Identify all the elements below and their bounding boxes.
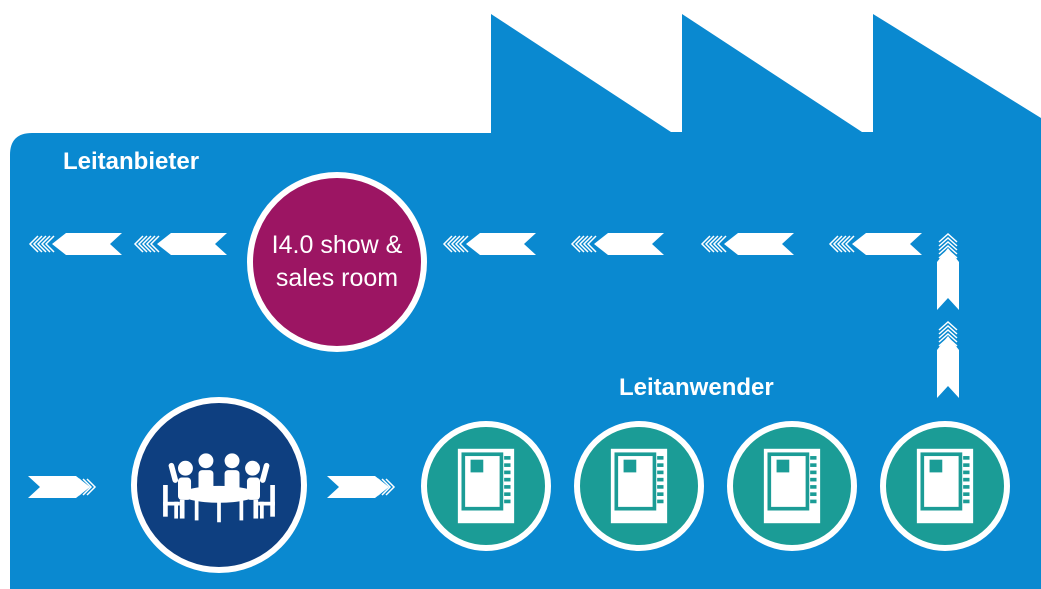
arrow-tail-line <box>78 478 89 496</box>
arrow-tail-line <box>938 236 958 247</box>
machine-cabinet-icon <box>610 448 668 524</box>
arrow-tail-line <box>938 324 958 335</box>
arrow-tail-line <box>377 478 388 496</box>
arrow-tail-line <box>44 235 55 253</box>
arrow-tail-line <box>458 235 469 253</box>
up-chevron-arrow <box>937 336 959 398</box>
arrow-tail-line <box>938 244 958 255</box>
arrow-tail-line <box>369 478 380 496</box>
left-chevron-arrow <box>466 233 536 255</box>
arrow-tail-line <box>28 235 39 253</box>
arrow-tail-line <box>840 235 851 253</box>
arrow-tail-line <box>454 235 465 253</box>
left-chevron-arrow <box>724 233 794 255</box>
arrow-tail-line <box>836 235 847 253</box>
meeting-circle <box>131 397 307 573</box>
arrow-tail-line <box>446 235 457 253</box>
arrow-tail-line <box>844 235 855 253</box>
arrow-tail-line <box>70 478 81 496</box>
arrow-tail-line <box>586 235 597 253</box>
meeting-table-icon <box>163 453 275 523</box>
leitanwender-label: Leitanwender <box>619 374 774 401</box>
arrow-tail-line <box>938 240 958 251</box>
machine-circle-4 <box>880 421 1010 551</box>
leitanbieter-label: Leitanbieter <box>63 148 200 175</box>
arrow-tail-line <box>704 235 715 253</box>
arrow-tail-line <box>137 235 148 253</box>
machine-circle-1 <box>421 421 551 551</box>
arrow-tail-line <box>582 235 593 253</box>
arrow-tail-line <box>832 235 843 253</box>
showroom-line2: sales room <box>275 264 399 292</box>
arrow-tail-line <box>133 235 144 253</box>
left-chevron-arrow <box>852 233 922 255</box>
arrow-tail-line <box>82 478 93 496</box>
arrow-tail-line <box>712 235 723 253</box>
arrow-tail-line <box>40 235 51 253</box>
arrow-tail-line <box>570 235 581 253</box>
arrow-tail-line <box>938 232 958 243</box>
left-chevron-arrow <box>52 233 122 255</box>
arrow-tail-line <box>828 235 839 253</box>
up-chevron-arrow <box>937 248 959 310</box>
machine-circle-2 <box>574 421 704 551</box>
arrow-tail-line <box>938 320 958 331</box>
arrow-tail-line <box>442 235 453 253</box>
showroom-circle: I4.0 show & sales room <box>247 172 427 352</box>
arrow-tail-line <box>716 235 727 253</box>
arrow-tail-line <box>86 478 97 496</box>
arrow-tail-line <box>574 235 585 253</box>
arrow-tail-line <box>149 235 160 253</box>
showroom-line1: I4.0 show & <box>271 231 403 259</box>
arrow-tail-line <box>938 328 958 339</box>
arrow-tail-line <box>373 478 384 496</box>
left-chevron-arrow <box>594 233 664 255</box>
left-chevron-arrow <box>157 233 227 255</box>
arrow-tail-line <box>74 478 85 496</box>
arrow-tail-line <box>708 235 719 253</box>
arrow-tail-line <box>32 235 43 253</box>
arrow-tail-line <box>578 235 589 253</box>
arrow-tail-line <box>385 478 396 496</box>
machine-cabinet-icon <box>457 448 515 524</box>
machine-cabinet-icon <box>916 448 974 524</box>
arrow-tail-line <box>450 235 461 253</box>
arrow-tail-line <box>145 235 156 253</box>
arrow-tail-line <box>36 235 47 253</box>
arrow-tail-line <box>938 332 958 343</box>
arrow-tail-line <box>700 235 711 253</box>
machine-circle-3 <box>727 421 857 551</box>
machine-cabinet-icon <box>763 448 821 524</box>
flow-arrows <box>28 232 959 498</box>
arrow-tail-line <box>381 478 392 496</box>
arrow-tail-line <box>141 235 152 253</box>
